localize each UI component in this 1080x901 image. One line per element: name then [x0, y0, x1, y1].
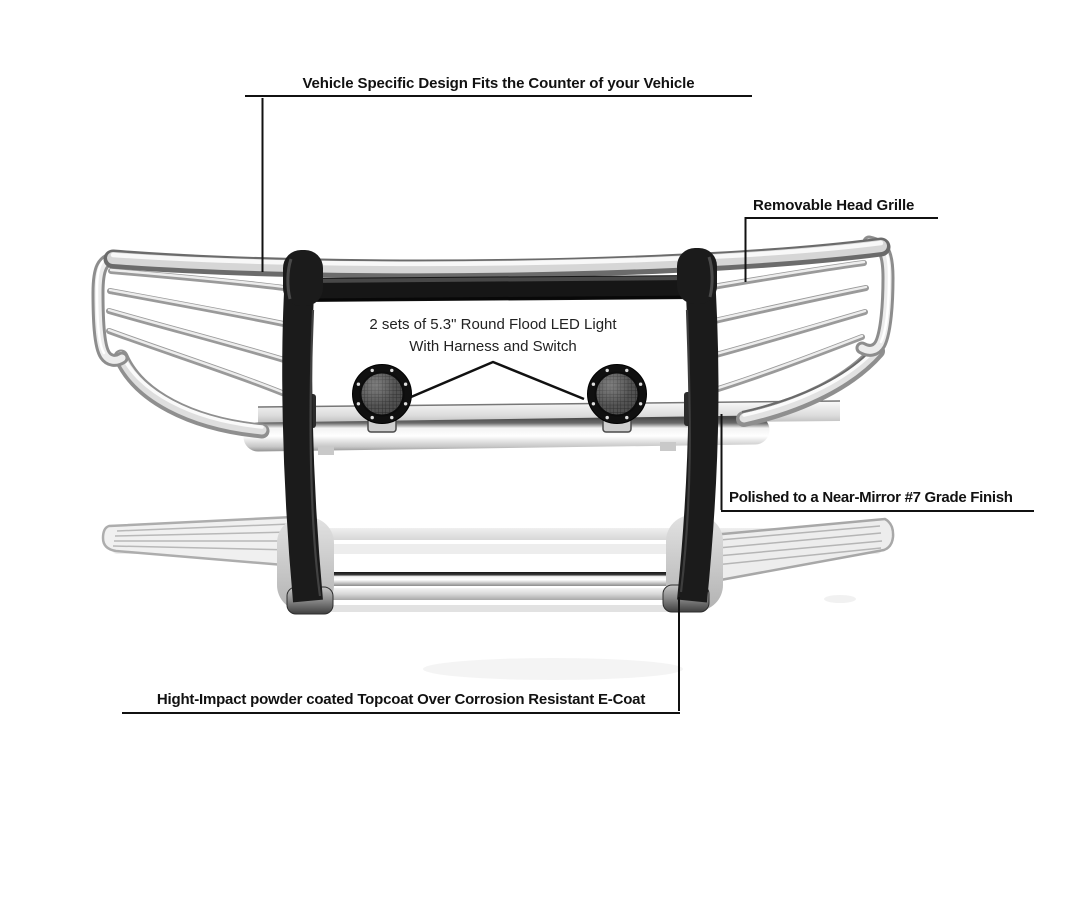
top-crossbar-chrome: [103, 237, 891, 279]
lower-skid-bar: [101, 515, 895, 612]
label-powder-coated: Hight-Impact powder coated Topcoat Over …: [122, 690, 680, 714]
label-polished-finish: Polished to a Near-Mirror #7 Grade Finis…: [721, 488, 1034, 512]
upright-right: [662, 248, 719, 613]
label-led-lights: 2 sets of 5.3" Round Flood LED Light Wit…: [333, 314, 653, 358]
upright-left: [282, 250, 334, 615]
label-led-lights-line1: 2 sets of 5.3" Round Flood LED Light: [369, 316, 617, 333]
center-crossbar-black: [303, 275, 697, 302]
skid-plate-left: [101, 515, 300, 568]
callout-line-led-v: [410, 360, 585, 401]
skid-plate-right: [698, 517, 895, 585]
head-grille-left: [91, 250, 302, 403]
ground-shadow: [423, 595, 856, 680]
label-led-lights-line2: With Harness and Switch: [409, 338, 577, 355]
label-removable-head-grille: Removable Head Grille: [745, 196, 938, 219]
label-vehicle-specific-design: Vehicle Specific Design Fits the Counter…: [245, 74, 752, 97]
